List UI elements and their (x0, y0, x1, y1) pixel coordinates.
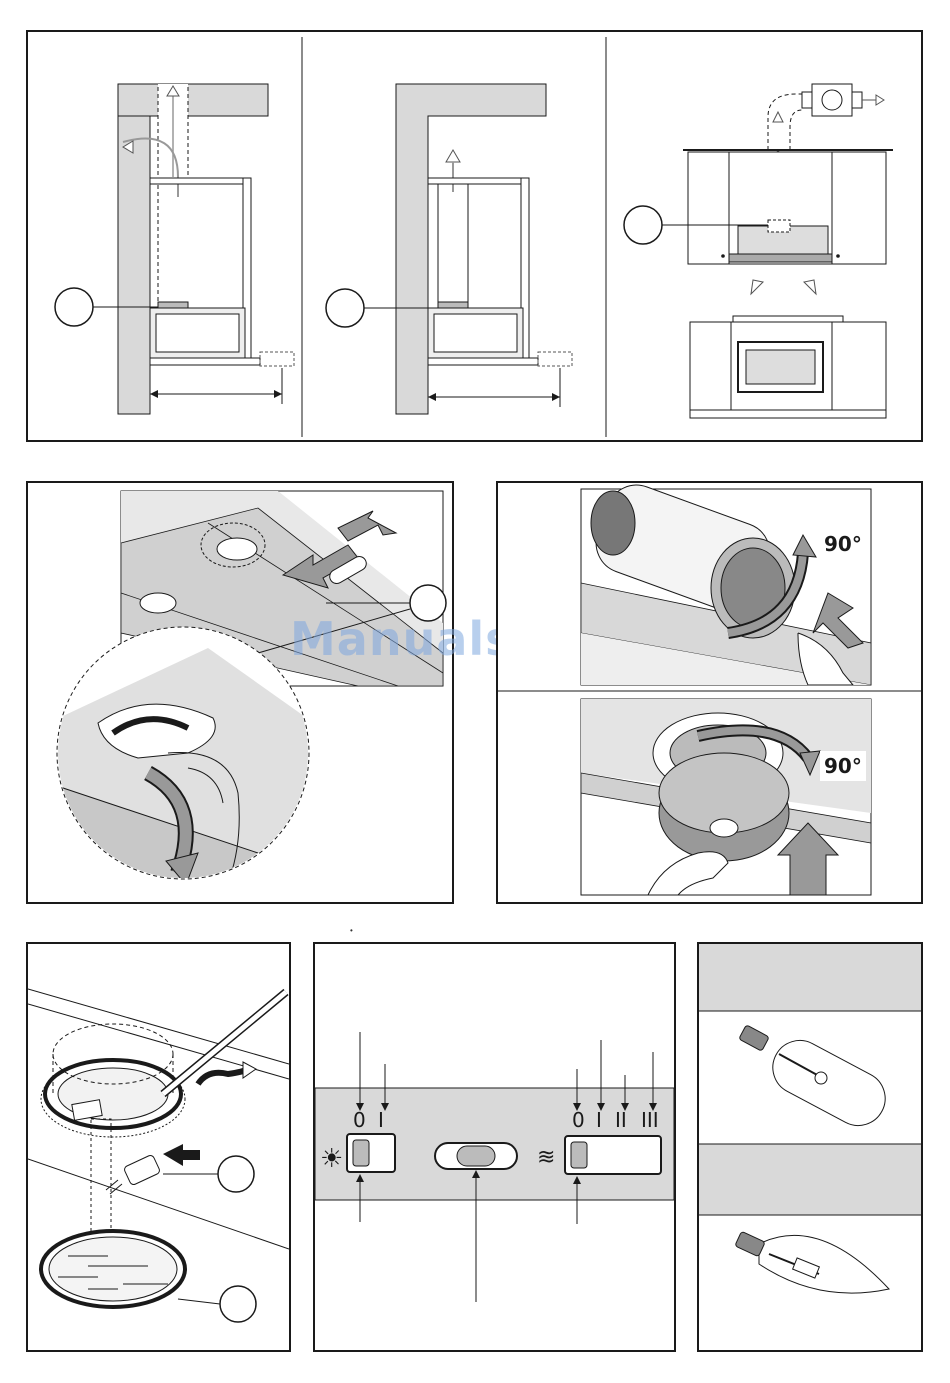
installation-panel (26, 30, 923, 442)
light-position-i: I (378, 1108, 384, 1132)
bulb-types-illustration (699, 944, 921, 1350)
lamp-cover-panel (26, 942, 291, 1352)
insert-arrow-icon (163, 1144, 200, 1166)
callout-circle (220, 1286, 256, 1322)
lamp-replacement-illustration (28, 944, 289, 1350)
halogen-bulb-icon (106, 1154, 161, 1194)
rotation-label-bottom: 90° (824, 754, 862, 778)
fan-position-0: 0 (572, 1108, 585, 1132)
fan-position-iii: III (641, 1108, 659, 1132)
callout-circle (326, 289, 364, 327)
candle-bulb-icon (735, 1231, 889, 1293)
light-icon: ☀ (320, 1143, 343, 1173)
callout-circle (624, 206, 662, 244)
callout-circle (410, 585, 446, 621)
stray-mark: • (350, 926, 353, 935)
carbon-filter-panel: 90° 90° (496, 481, 923, 904)
control-panel-diagram: ☀ 0 I ≋ 0 I II III (313, 942, 676, 1352)
tube-bulb-icon (739, 1025, 895, 1135)
fan-position-i: I (596, 1108, 602, 1132)
filter-removal-illustration (28, 483, 452, 902)
installation-diagrams (28, 32, 921, 440)
fan-icon: ≋ (537, 1144, 555, 1169)
diagram-wall-exhaust (55, 84, 294, 414)
carbon-filter-illustration: 90° 90° (498, 483, 921, 902)
rotation-label-top: 90° (824, 532, 862, 556)
callout-circle (55, 288, 93, 326)
bulb-types-panel (697, 942, 923, 1352)
fan-position-ii: II (615, 1108, 627, 1132)
light-position-0: 0 (353, 1108, 366, 1132)
control-panel-illustration: ☀ 0 I ≋ 0 I II III (315, 944, 674, 1350)
filter-removal-panel (26, 481, 454, 904)
diagram-wall-vertical (326, 84, 572, 414)
callout-circle (218, 1156, 254, 1192)
diagram-cabinet-external-motor (624, 84, 893, 418)
